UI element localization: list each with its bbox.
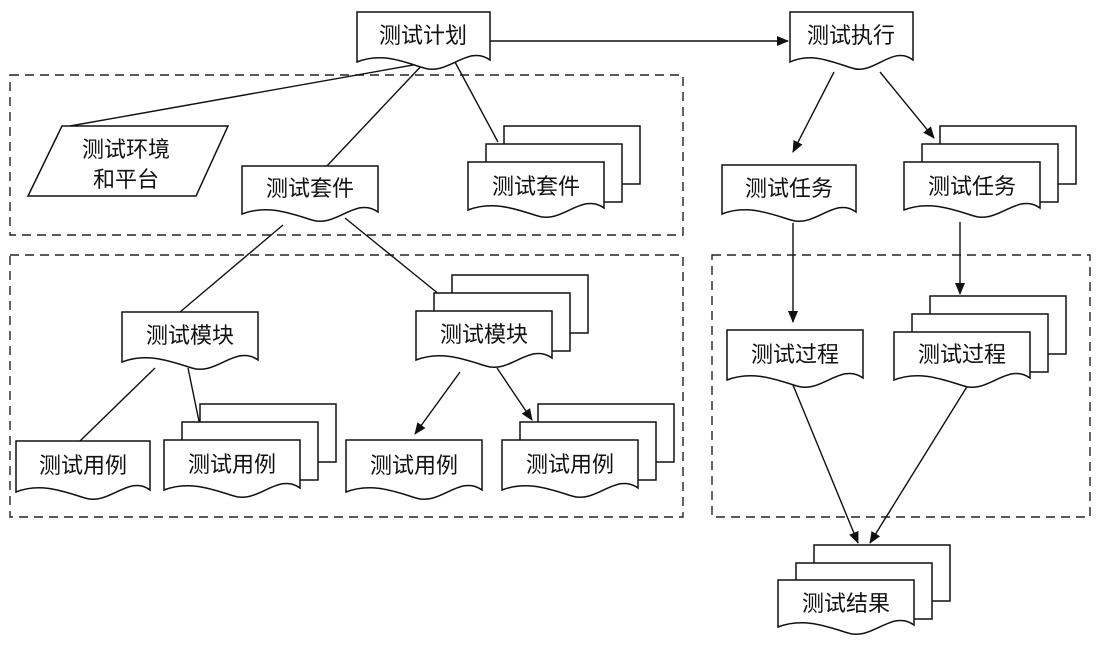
node-test-module-a-label: 测试模块 bbox=[146, 324, 234, 349]
node-test-module-b-label: 测试模块 bbox=[440, 323, 528, 348]
node-test-procedure-a: 测试过程 bbox=[726, 329, 864, 389]
node-test-case-c-label: 测试用例 bbox=[370, 454, 458, 479]
node-test-case-a-label: 测试用例 bbox=[39, 454, 127, 479]
node-test-task-a-shape bbox=[721, 164, 857, 223]
node-test-plan-shape bbox=[356, 11, 491, 71]
node-test-case-d-label: 测试用例 bbox=[526, 453, 614, 478]
edge-plan-suite-b bbox=[454, 61, 499, 143]
node-test-execution-label: 测试执行 bbox=[807, 24, 895, 49]
group-boxes bbox=[9, 74, 1091, 518]
edge-module-a-case-a bbox=[79, 367, 156, 442]
node-test-suite-b-label: 测试套件 bbox=[492, 175, 580, 200]
edge-exec-task-a bbox=[792, 71, 835, 153]
node-test-module-b: 测试模块 bbox=[415, 274, 589, 369]
node-test-task-a: 测试任务 bbox=[721, 164, 857, 223]
edge-plan-suite-a bbox=[324, 61, 426, 169]
node-test-module-b-shape bbox=[415, 310, 553, 369]
node-test-case-b-shape bbox=[163, 439, 301, 499]
node-test-suite-b-shape bbox=[467, 161, 605, 219]
node-test-procedure-a-label: 测试过程 bbox=[751, 343, 839, 368]
node-test-execution-shape bbox=[789, 11, 914, 71]
node-test-case-a-shape bbox=[15, 440, 151, 501]
node-test-task-b-shape bbox=[903, 161, 1041, 219]
node-test-result: 测试结果 bbox=[777, 544, 951, 636]
node-test-procedure-b-shape bbox=[893, 331, 1031, 389]
node-test-procedure-b-label: 测试过程 bbox=[918, 343, 1006, 368]
node-test-suite-a-shape bbox=[241, 165, 379, 223]
node-environment-platform-label-line1: 测试环境 bbox=[82, 138, 170, 163]
edge-module-a-case-b bbox=[187, 367, 201, 427]
node-test-case-c: 测试用例 bbox=[345, 439, 483, 501]
node-test-suite-a-label: 测试套件 bbox=[266, 177, 354, 202]
node-test-module-a: 测试模块 bbox=[121, 311, 259, 371]
edge-plan-env bbox=[69, 61, 431, 127]
node-test-module-a-shape bbox=[121, 311, 259, 371]
node-test-case-b-label: 测试用例 bbox=[188, 453, 276, 478]
node-test-result-label: 测试结果 bbox=[802, 592, 890, 617]
node-test-case-b: 测试用例 bbox=[163, 403, 337, 499]
edges bbox=[69, 36, 969, 544]
node-test-case-d-shape bbox=[501, 439, 639, 499]
node-test-task-b-label: 测试任务 bbox=[928, 175, 1016, 200]
edge-suite-a-module-a bbox=[179, 224, 284, 313]
node-test-task-b: 测试任务 bbox=[903, 125, 1077, 219]
group-modules bbox=[9, 254, 684, 518]
nodes: 测试计划 测试执行 测试环境 和平台 测试套件 测试套件 测试任务 bbox=[15, 11, 1077, 636]
node-test-procedure-b: 测试过程 bbox=[893, 295, 1067, 389]
edge-module-b-case-c bbox=[414, 371, 461, 435]
node-test-plan: 测试计划 bbox=[356, 11, 491, 71]
edge-module-b-case-d bbox=[496, 367, 533, 421]
group-suites bbox=[9, 74, 684, 236]
group-procedures bbox=[711, 254, 1091, 518]
node-test-procedure-a-shape bbox=[726, 329, 864, 389]
node-test-suite-a: 测试套件 bbox=[241, 165, 379, 223]
node-test-suite-b: 测试套件 bbox=[467, 125, 641, 219]
node-test-case-c-shape bbox=[345, 439, 483, 501]
node-test-execution: 测试执行 bbox=[789, 11, 914, 71]
node-environment-platform: 测试环境 和平台 bbox=[26, 125, 230, 197]
edge-exec-task-b bbox=[879, 71, 935, 139]
edge-proc-b-result bbox=[869, 384, 969, 544]
node-test-result-shape bbox=[777, 579, 915, 636]
node-test-task-a-label: 测试任务 bbox=[745, 177, 833, 202]
edge-suite-a-module-b bbox=[344, 217, 441, 296]
edge-proc-a-result bbox=[792, 384, 859, 544]
node-test-case-d: 测试用例 bbox=[501, 403, 675, 499]
node-environment-platform-label-line2: 和平台 bbox=[93, 168, 159, 193]
node-test-case-a: 测试用例 bbox=[15, 440, 151, 501]
node-test-plan-label: 测试计划 bbox=[379, 24, 467, 49]
node-environment-platform-shape bbox=[26, 125, 230, 197]
